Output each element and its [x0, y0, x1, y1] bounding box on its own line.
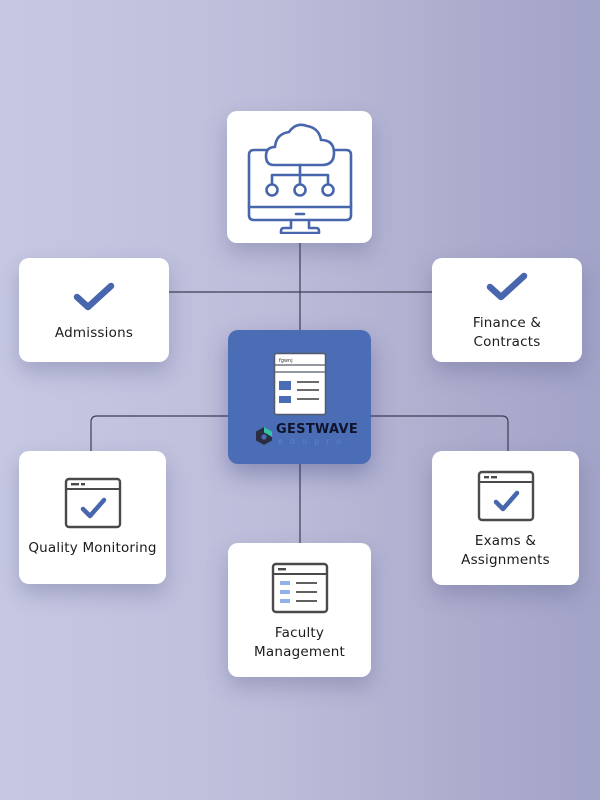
node-label: Faculty Management: [254, 624, 345, 662]
logo-mark-icon: [256, 427, 272, 445]
document-form-icon: fgwnj: [273, 352, 327, 416]
label-line: Exams &: [474, 533, 537, 549]
node-quality-monitoring: Quality Monitoring: [19, 451, 166, 584]
window-list-icon: [271, 562, 328, 614]
node-label: Finance & Contracts: [473, 314, 541, 352]
label-line: Quality Monitoring: [28, 540, 157, 556]
label-line: Contracts: [473, 334, 541, 350]
checkmark-icon: [486, 272, 528, 301]
checkmark-icon: [73, 282, 115, 310]
window-check-icon: [477, 470, 534, 522]
label-line: Faculty: [274, 625, 325, 641]
node-finance-contracts: Finance & Contracts: [432, 258, 582, 362]
gestwave-logo: GESTWAVE edupro: [254, 423, 358, 446]
label-line: Management: [254, 644, 345, 660]
node-label: Admissions: [55, 324, 133, 343]
label-line: Finance &: [472, 315, 542, 331]
doc-header-text: fgwnj: [279, 358, 293, 364]
center-hub-card: fgwnj GESTWAVE edupro: [228, 330, 371, 464]
node-label: Exams & Assignments: [461, 532, 550, 570]
window-check-icon: [64, 477, 121, 529]
logo-name: GESTWAVE: [276, 422, 359, 437]
label-line: Admissions: [54, 324, 134, 341]
node-exams-assignments: Exams & Assignments: [432, 451, 579, 585]
cloud-network-monitor-icon: [247, 123, 352, 234]
cloud-platform-card: [227, 111, 372, 243]
node-faculty-management: Faculty Management: [228, 543, 371, 677]
logo-subtitle: edupro: [278, 437, 349, 446]
label-line: Assignments: [461, 552, 550, 568]
node-admissions: Admissions: [19, 258, 169, 362]
node-label: Quality Monitoring: [28, 539, 156, 558]
